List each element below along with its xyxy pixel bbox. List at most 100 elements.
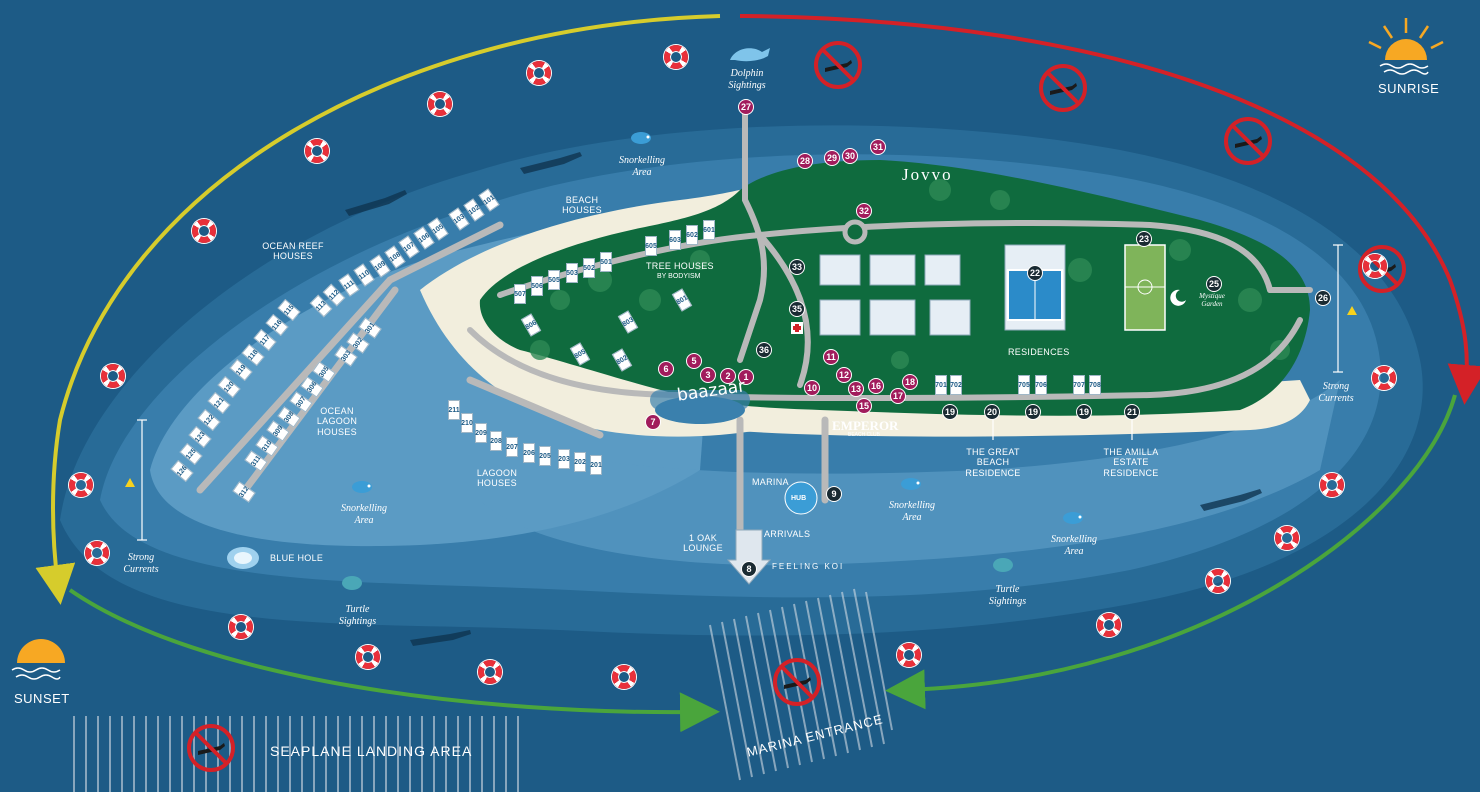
poi-badge[interactable]: 10	[804, 380, 820, 396]
marina-label: MARINA	[752, 477, 789, 487]
currents-label: Strong Currents	[123, 552, 159, 575]
ocean-lagoon-houses-label: OCEAN LAGOON HOUSES	[316, 406, 358, 437]
villa-203[interactable]: 203	[558, 449, 570, 469]
villa-211[interactable]: 211	[448, 400, 460, 420]
lifebuoy-icon	[612, 665, 636, 689]
ocean-reef-houses-label: OCEAN REEF HOUSES	[262, 241, 324, 262]
snorkel-label: Snorkelling Area	[1050, 534, 1098, 557]
lifebuoy-icon	[897, 643, 921, 667]
lagoon-houses-label: LAGOON HOUSES	[476, 468, 518, 489]
tree-houses-sub: BY BODYISM	[657, 273, 701, 280]
villa-208[interactable]: 208	[490, 431, 502, 451]
poi-badge[interactable]: 31	[870, 139, 886, 155]
poi-badge[interactable]: 19	[942, 404, 958, 420]
lifebuoy-icon	[356, 645, 380, 669]
no-fishing-icon	[1039, 64, 1087, 112]
villa-201[interactable]: 201	[590, 455, 602, 475]
lifebuoy-icon	[85, 541, 109, 565]
villa-507[interactable]: 507	[514, 284, 526, 304]
lifebuoy-icon	[69, 473, 93, 497]
villa-503[interactable]: 503	[566, 263, 578, 283]
jovvo-logo: Jovvo	[902, 165, 953, 184]
poi-badge[interactable]: 35	[789, 301, 805, 317]
poi-badge[interactable]: 19	[1076, 404, 1092, 420]
amilla-estate-label: THE AMILLA ESTATE RESIDENCE	[1103, 447, 1159, 478]
poi-badge[interactable]: 8	[741, 561, 757, 577]
poi-badge[interactable]: 23	[1136, 231, 1152, 247]
tree-houses-label: TREE HOUSES	[646, 261, 714, 271]
villa-501[interactable]: 501	[600, 252, 612, 272]
poi-badge[interactable]: 33	[789, 259, 805, 275]
villa-206[interactable]: 206	[523, 443, 535, 463]
villa-210[interactable]: 210	[461, 413, 473, 433]
villa-207[interactable]: 207	[506, 437, 518, 457]
blue-hole-label: BLUE HOLE	[270, 553, 324, 563]
no-fishing-icon	[773, 658, 821, 706]
lifebuoy-icon	[1320, 473, 1344, 497]
poi-badge[interactable]: 20	[984, 404, 1000, 420]
poi-badge[interactable]: 16	[868, 378, 884, 394]
poi-badge[interactable]: 7	[645, 414, 661, 430]
lifebuoy-icon	[428, 92, 452, 116]
great-beach-label: THE GREAT BEACH RESIDENCE	[965, 447, 1021, 478]
lifebuoy-icon	[527, 61, 551, 85]
poi-badge[interactable]: 19	[1025, 404, 1041, 420]
villa-701[interactable]: 701	[935, 375, 947, 395]
hub-label: HUB	[791, 495, 807, 502]
no-fishing-icon	[1224, 117, 1272, 165]
poi-badge[interactable]: 32	[856, 203, 872, 219]
poi-badge[interactable]: 21	[1124, 404, 1140, 420]
villa-602[interactable]: 602	[686, 225, 698, 245]
poi-badge[interactable]: 2	[720, 368, 736, 384]
poi-badge[interactable]: 5	[686, 353, 702, 369]
villa-506[interactable]: 506	[531, 276, 543, 296]
poi-badge[interactable]: 25	[1206, 276, 1222, 292]
poi-badge[interactable]: 29	[824, 150, 840, 166]
villa-707[interactable]: 707	[1073, 375, 1085, 395]
lifebuoy-icon	[664, 45, 688, 69]
villa-708[interactable]: 708	[1089, 375, 1101, 395]
poi-badge[interactable]: 9	[826, 486, 842, 502]
poi-badge[interactable]: 18	[902, 374, 918, 390]
poi-badge[interactable]: 12	[836, 367, 852, 383]
poi-badge[interactable]: 30	[842, 148, 858, 164]
poi-badge[interactable]: 3	[700, 367, 716, 383]
poi-badge[interactable]: 13	[848, 381, 864, 397]
poi-badge[interactable]: 15	[856, 398, 872, 414]
lifebuoy-icon	[1275, 526, 1299, 550]
sunset-label: SUNSET	[14, 691, 70, 706]
mystique-label: Mystique Garden	[1199, 292, 1225, 309]
villa-209[interactable]: 209	[475, 423, 487, 443]
poi-badge[interactable]: 11	[823, 349, 839, 365]
turtle-label: Turtle Sightings	[338, 604, 377, 627]
villa-202[interactable]: 202	[574, 452, 586, 472]
villa-605[interactable]: 605	[645, 236, 657, 256]
poi-badge[interactable]: 27	[738, 99, 754, 115]
seaplane-label: SEAPLANE LANDING AREA	[270, 743, 473, 759]
emperor-logo: EMPEROR	[832, 418, 899, 433]
lifebuoy-icon	[1363, 254, 1387, 278]
villa-705[interactable]: 705	[1018, 375, 1030, 395]
lifebuoy-icon	[305, 139, 329, 163]
poi-badge[interactable]: 36	[756, 342, 772, 358]
villa-603[interactable]: 603	[669, 230, 681, 250]
villa-502[interactable]: 502	[583, 258, 595, 278]
poi-badge[interactable]: 26	[1315, 290, 1331, 306]
villa-601[interactable]: 601	[703, 220, 715, 240]
emperor-sub: BEACH CLUB	[848, 432, 880, 438]
poi-badge[interactable]: 1	[738, 369, 754, 385]
no-fishing-icon	[814, 41, 862, 89]
arrivals-label: ARRIVALS	[764, 529, 811, 539]
poi-badge[interactable]: 28	[797, 153, 813, 169]
currents-label: Strong Currents	[1318, 381, 1354, 404]
poi-badge[interactable]: 17	[890, 388, 906, 404]
villa-702[interactable]: 702	[950, 375, 962, 395]
poi-badge[interactable]: 6	[658, 361, 674, 377]
lifebuoy-icon	[101, 364, 125, 388]
poi-badge[interactable]: 22	[1027, 265, 1043, 281]
villa-706[interactable]: 706	[1035, 375, 1047, 395]
villa-505[interactable]: 505	[548, 270, 560, 290]
villa-205[interactable]: 205	[539, 446, 551, 466]
